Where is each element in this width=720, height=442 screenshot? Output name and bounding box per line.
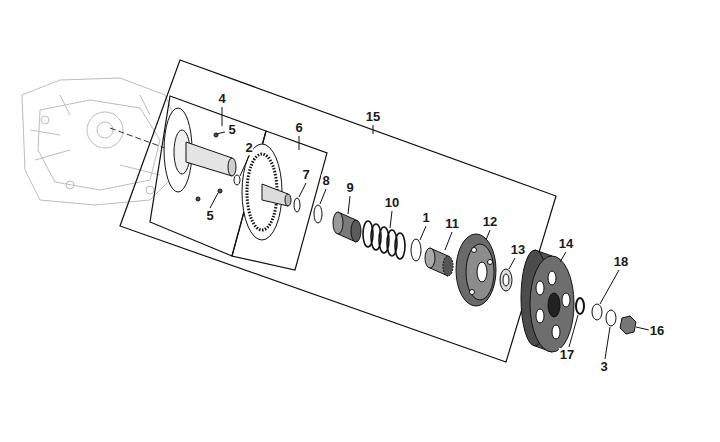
callout-number: 8 <box>321 174 330 188</box>
callout-number: 4 <box>217 92 226 106</box>
spring <box>363 221 405 259</box>
axis-line <box>110 128 165 148</box>
o-ring <box>314 205 322 223</box>
callout-number: 1 <box>421 211 430 225</box>
callout-number: 7 <box>301 168 310 182</box>
callout-number: 5 <box>227 123 236 137</box>
washer <box>500 269 512 291</box>
callout-number: 6 <box>294 121 303 135</box>
callout-number: 14 <box>558 237 574 251</box>
drive-face <box>164 108 240 201</box>
callout-number: 3 <box>599 360 608 374</box>
nut <box>620 316 636 334</box>
callout-number: 9 <box>345 181 354 195</box>
callout-number: 12 <box>482 215 498 229</box>
callout-number: 18 <box>613 255 629 269</box>
callout-number: 5 <box>205 209 214 223</box>
callout-number: 10 <box>384 196 400 210</box>
ring <box>411 239 421 261</box>
sleeve <box>333 212 361 242</box>
callout-number: 11 <box>444 217 460 231</box>
clutch-plate <box>456 234 496 306</box>
o-ring <box>576 298 584 314</box>
fan-disc <box>242 144 300 240</box>
washer-hole <box>503 274 509 286</box>
washer <box>606 310 616 326</box>
washer <box>592 304 602 320</box>
spring-seat <box>425 248 453 276</box>
clutch-bell <box>521 250 574 352</box>
callout-number: 15 <box>365 110 381 124</box>
callout-number: 13 <box>510 243 526 257</box>
callout-number: 2 <box>244 141 253 155</box>
leader-lines <box>210 107 649 359</box>
callout-number: 17 <box>559 348 575 362</box>
group-frames <box>120 60 556 362</box>
callout-number: 16 <box>649 324 665 338</box>
